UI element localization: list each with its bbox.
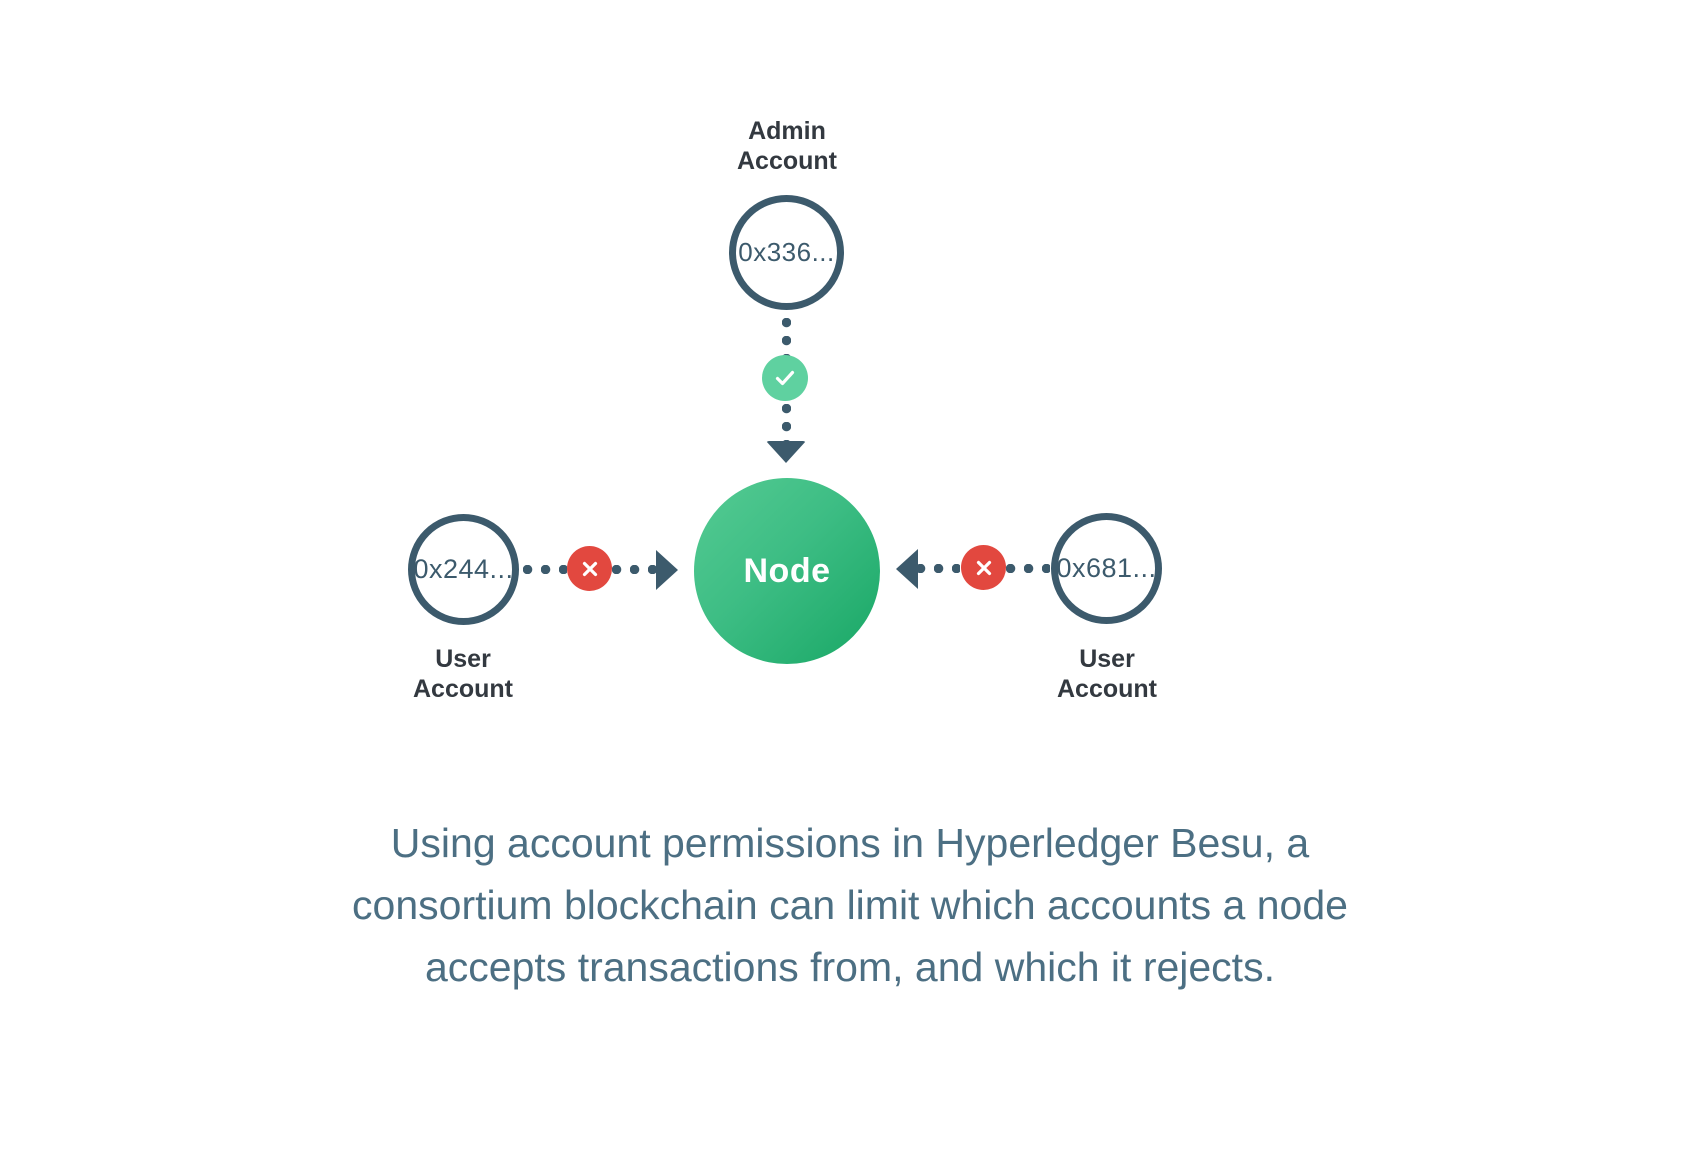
arrow-left-icon [896,549,918,589]
admin-account-label: Admin Account [737,117,837,175]
left-user-account-address: 0x244... [413,554,514,584]
x-icon [582,561,597,576]
left-user-account-label: User Account [413,645,513,703]
arrow-right-icon [656,550,678,590]
caption-line-1: Using account permissions in Hyperledger… [390,820,1310,866]
admin-connector-lower-dotted-line [782,404,791,444]
caption-line-2: consortium blockchain can limit which ac… [352,882,1348,928]
node-circle[interactable]: Node [694,478,880,664]
left-user-account-node[interactable]: 0x244... [408,514,519,625]
right-connector-dotted-line-outer [1006,564,1050,573]
admin-account-node[interactable]: 0x336... [729,195,844,310]
caption-line-3: accepts transactions from, and which it … [425,944,1275,990]
right-user-account-label: User Account [1057,645,1157,703]
allow-status-badge [762,355,808,401]
x-icon [976,560,991,575]
caption: Using account permissions in Hyperledger… [180,812,1520,998]
right-user-account-address: 0x681... [1056,553,1157,583]
right-user-account-node[interactable]: 0x681... [1051,513,1162,624]
right-connector-dotted-line-inner [916,564,960,573]
left-connector-dotted-line-outer [612,565,656,574]
admin-connector-upper-dotted-line [782,318,791,372]
admin-account-address: 0x336... [738,237,835,267]
left-deny-status-badge [567,546,612,591]
arrow-down-icon [766,441,806,463]
node-label: Node [743,551,831,590]
right-deny-status-badge [961,545,1006,590]
check-icon [775,370,795,386]
left-connector-dotted-line-inner [523,565,567,574]
